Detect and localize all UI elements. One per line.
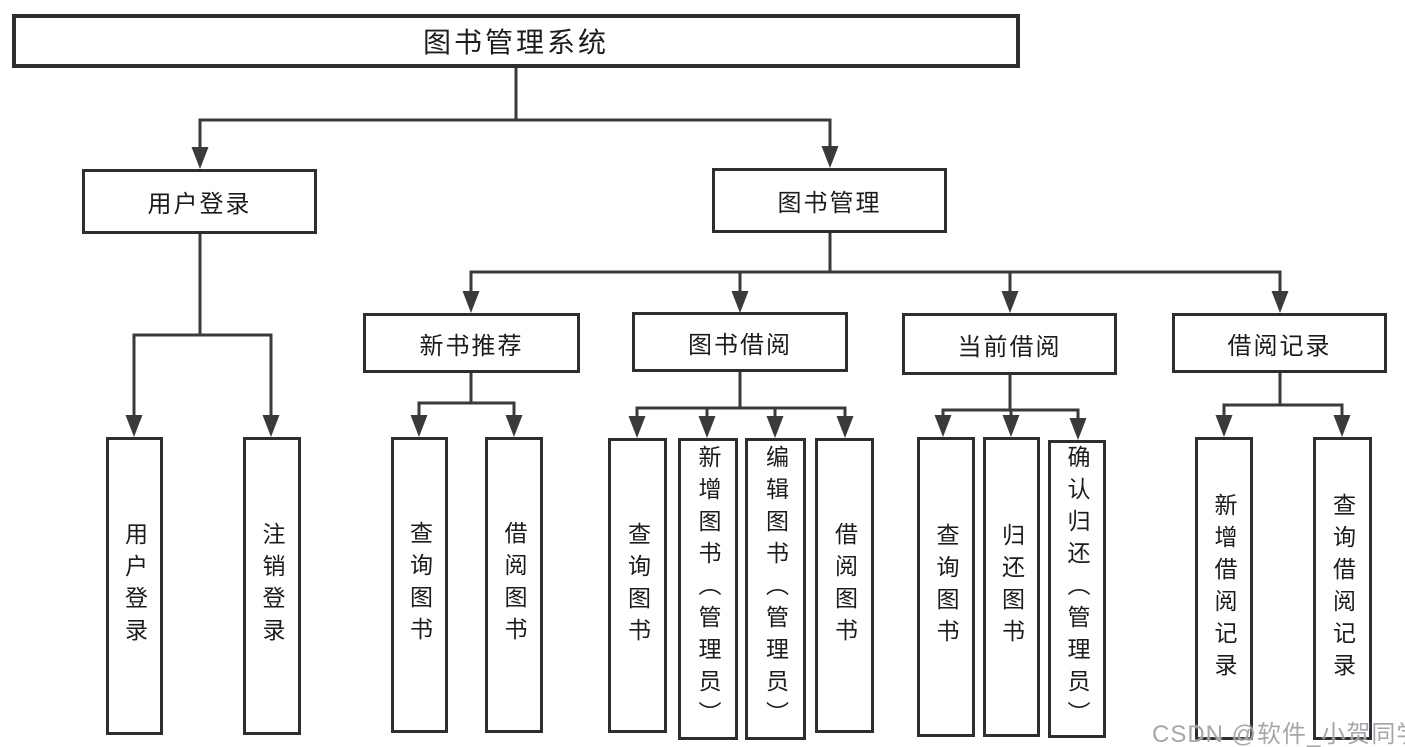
leaf-logout: 注销登录 bbox=[243, 437, 301, 735]
leaf-label: 查询图书 bbox=[406, 521, 433, 649]
leaf-label: 借阅图书 bbox=[501, 521, 527, 649]
leaf-user-login: 用户登录 bbox=[106, 437, 163, 735]
node-borrowing-records: 借阅记录 bbox=[1172, 313, 1387, 373]
node-book-management: 图书管理 bbox=[712, 168, 947, 233]
leaf-label: 新增借阅记录 bbox=[1211, 492, 1237, 685]
node-label: 用户登录 bbox=[147, 191, 252, 218]
node-label: 图书借阅 bbox=[688, 331, 792, 359]
leaf-return-books: 归还图书 bbox=[983, 437, 1040, 737]
csdn-watermark: CSDN @软件_小贺同学 bbox=[1152, 721, 1405, 747]
leaf-label: 用户登录 bbox=[121, 522, 148, 650]
leaf-add-borrow-record: 新增借阅记录 bbox=[1195, 437, 1253, 740]
node-book-borrowing: 图书借阅 bbox=[632, 312, 848, 372]
node-label: 借阅记录 bbox=[1227, 332, 1332, 360]
leaf-label: 查询图书 bbox=[624, 521, 651, 650]
leaf-query-books: 查询图书 bbox=[608, 438, 667, 733]
node-label: 当前借阅 bbox=[957, 333, 1062, 361]
leaf-borrow-books: 借阅图书 bbox=[485, 437, 543, 733]
leaf-label: 归还图书 bbox=[998, 523, 1025, 651]
node-label: 图书管理系统 bbox=[422, 27, 609, 58]
node-label: 新书推荐 bbox=[419, 332, 524, 360]
node-label: 图书管理 bbox=[777, 190, 882, 217]
leaf-label: 查询借阅记录 bbox=[1329, 492, 1356, 685]
node-library-system-root: 图书管理系统 bbox=[12, 14, 1020, 68]
node-current-borrowing: 当前借阅 bbox=[902, 313, 1117, 375]
leaf-query-books: 查询图书 bbox=[391, 437, 448, 733]
leaf-borrow-books: 借阅图书 bbox=[815, 438, 874, 733]
leaf-add-books-admin: 新增图书（管理员） bbox=[678, 438, 738, 740]
leaf-label: 确认归还（管理员） bbox=[1064, 445, 1090, 733]
leaf-label: 编辑图书（管理员） bbox=[762, 445, 789, 733]
leaf-query-books: 查询图书 bbox=[917, 437, 975, 737]
leaf-label: 注销登录 bbox=[259, 522, 285, 650]
leaf-label: 新增图书（管理员） bbox=[695, 445, 721, 733]
leaf-edit-books-admin: 编辑图书（管理员） bbox=[745, 438, 806, 740]
node-new-book-recommend: 新书推荐 bbox=[363, 313, 580, 373]
node-user-login: 用户登录 bbox=[82, 169, 317, 234]
leaf-label: 查询图书 bbox=[933, 523, 959, 651]
leaf-query-borrow-record: 查询借阅记录 bbox=[1313, 437, 1372, 740]
leaf-label: 借阅图书 bbox=[831, 521, 858, 650]
leaf-confirm-return-admin: 确认归还（管理员） bbox=[1048, 440, 1106, 738]
